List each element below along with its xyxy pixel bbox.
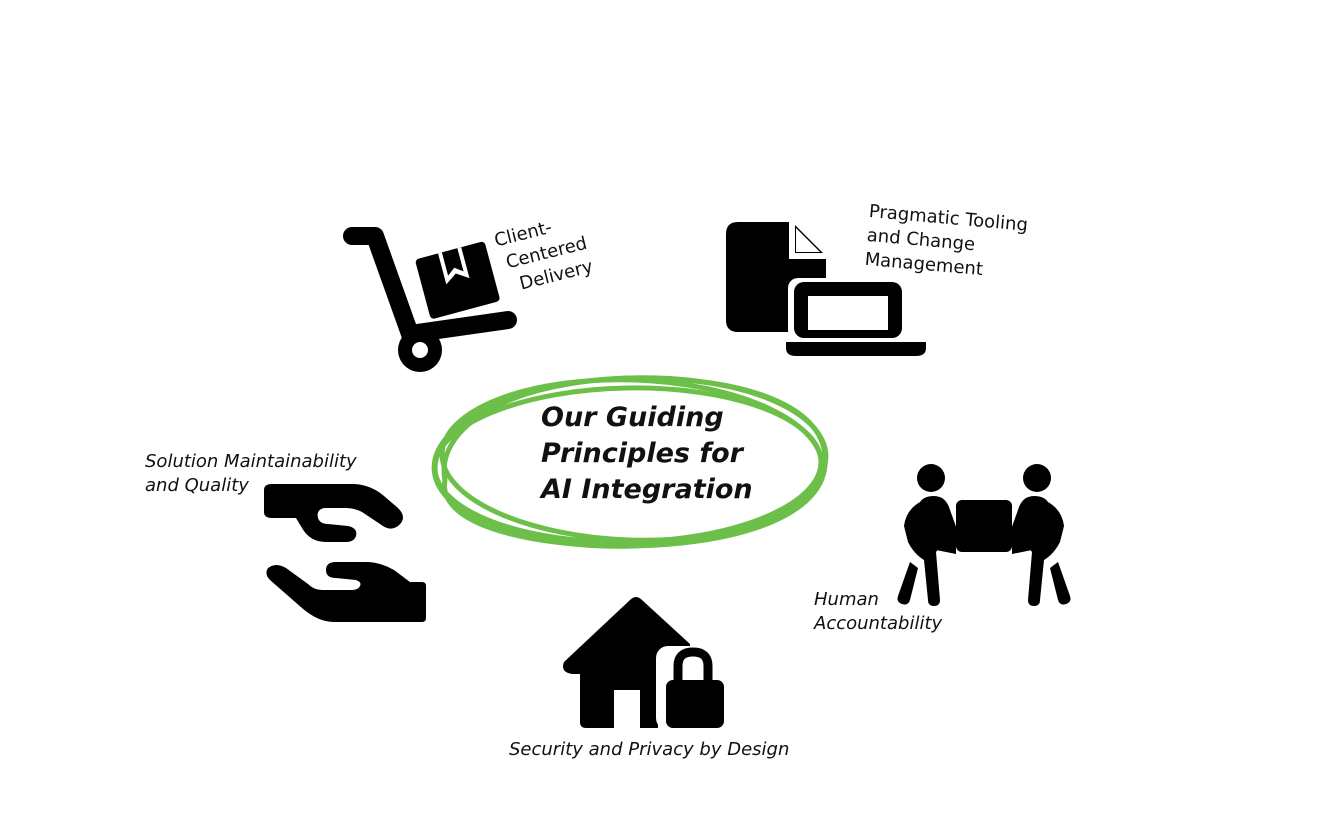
accountability-label-line-1: Human (814, 589, 879, 610)
maintainability-label-line-1: Solution Maintainability (145, 451, 357, 472)
center-title-line-2: Principles for (541, 438, 743, 469)
tooling-label: Pragmatic Tooling and Change Management (864, 200, 1029, 286)
maintainability-label-line-2: and Quality (145, 475, 249, 496)
center-ring (425, 370, 835, 555)
people-carrying-box-icon (896, 462, 1074, 608)
center-title-line-1: Our Guiding (541, 402, 724, 433)
center-title: Our Guiding Principles for AI Integratio… (541, 400, 753, 508)
maintainability-label: Solution Maintainability and Quality (145, 450, 357, 498)
accountability-label: Human Accountability (814, 588, 942, 636)
security-label: Security and Privacy by Design (509, 738, 789, 762)
document-laptop-icon (724, 220, 929, 362)
house-lock-icon (560, 594, 730, 730)
accountability-label-line-2: Accountability (814, 613, 943, 634)
center-title-line-3: AI Integration (541, 474, 753, 505)
security-label-line-1: Security and Privacy by Design (509, 739, 790, 760)
hand-truck-box-icon (340, 222, 520, 382)
giving-hands-icon (262, 484, 427, 624)
